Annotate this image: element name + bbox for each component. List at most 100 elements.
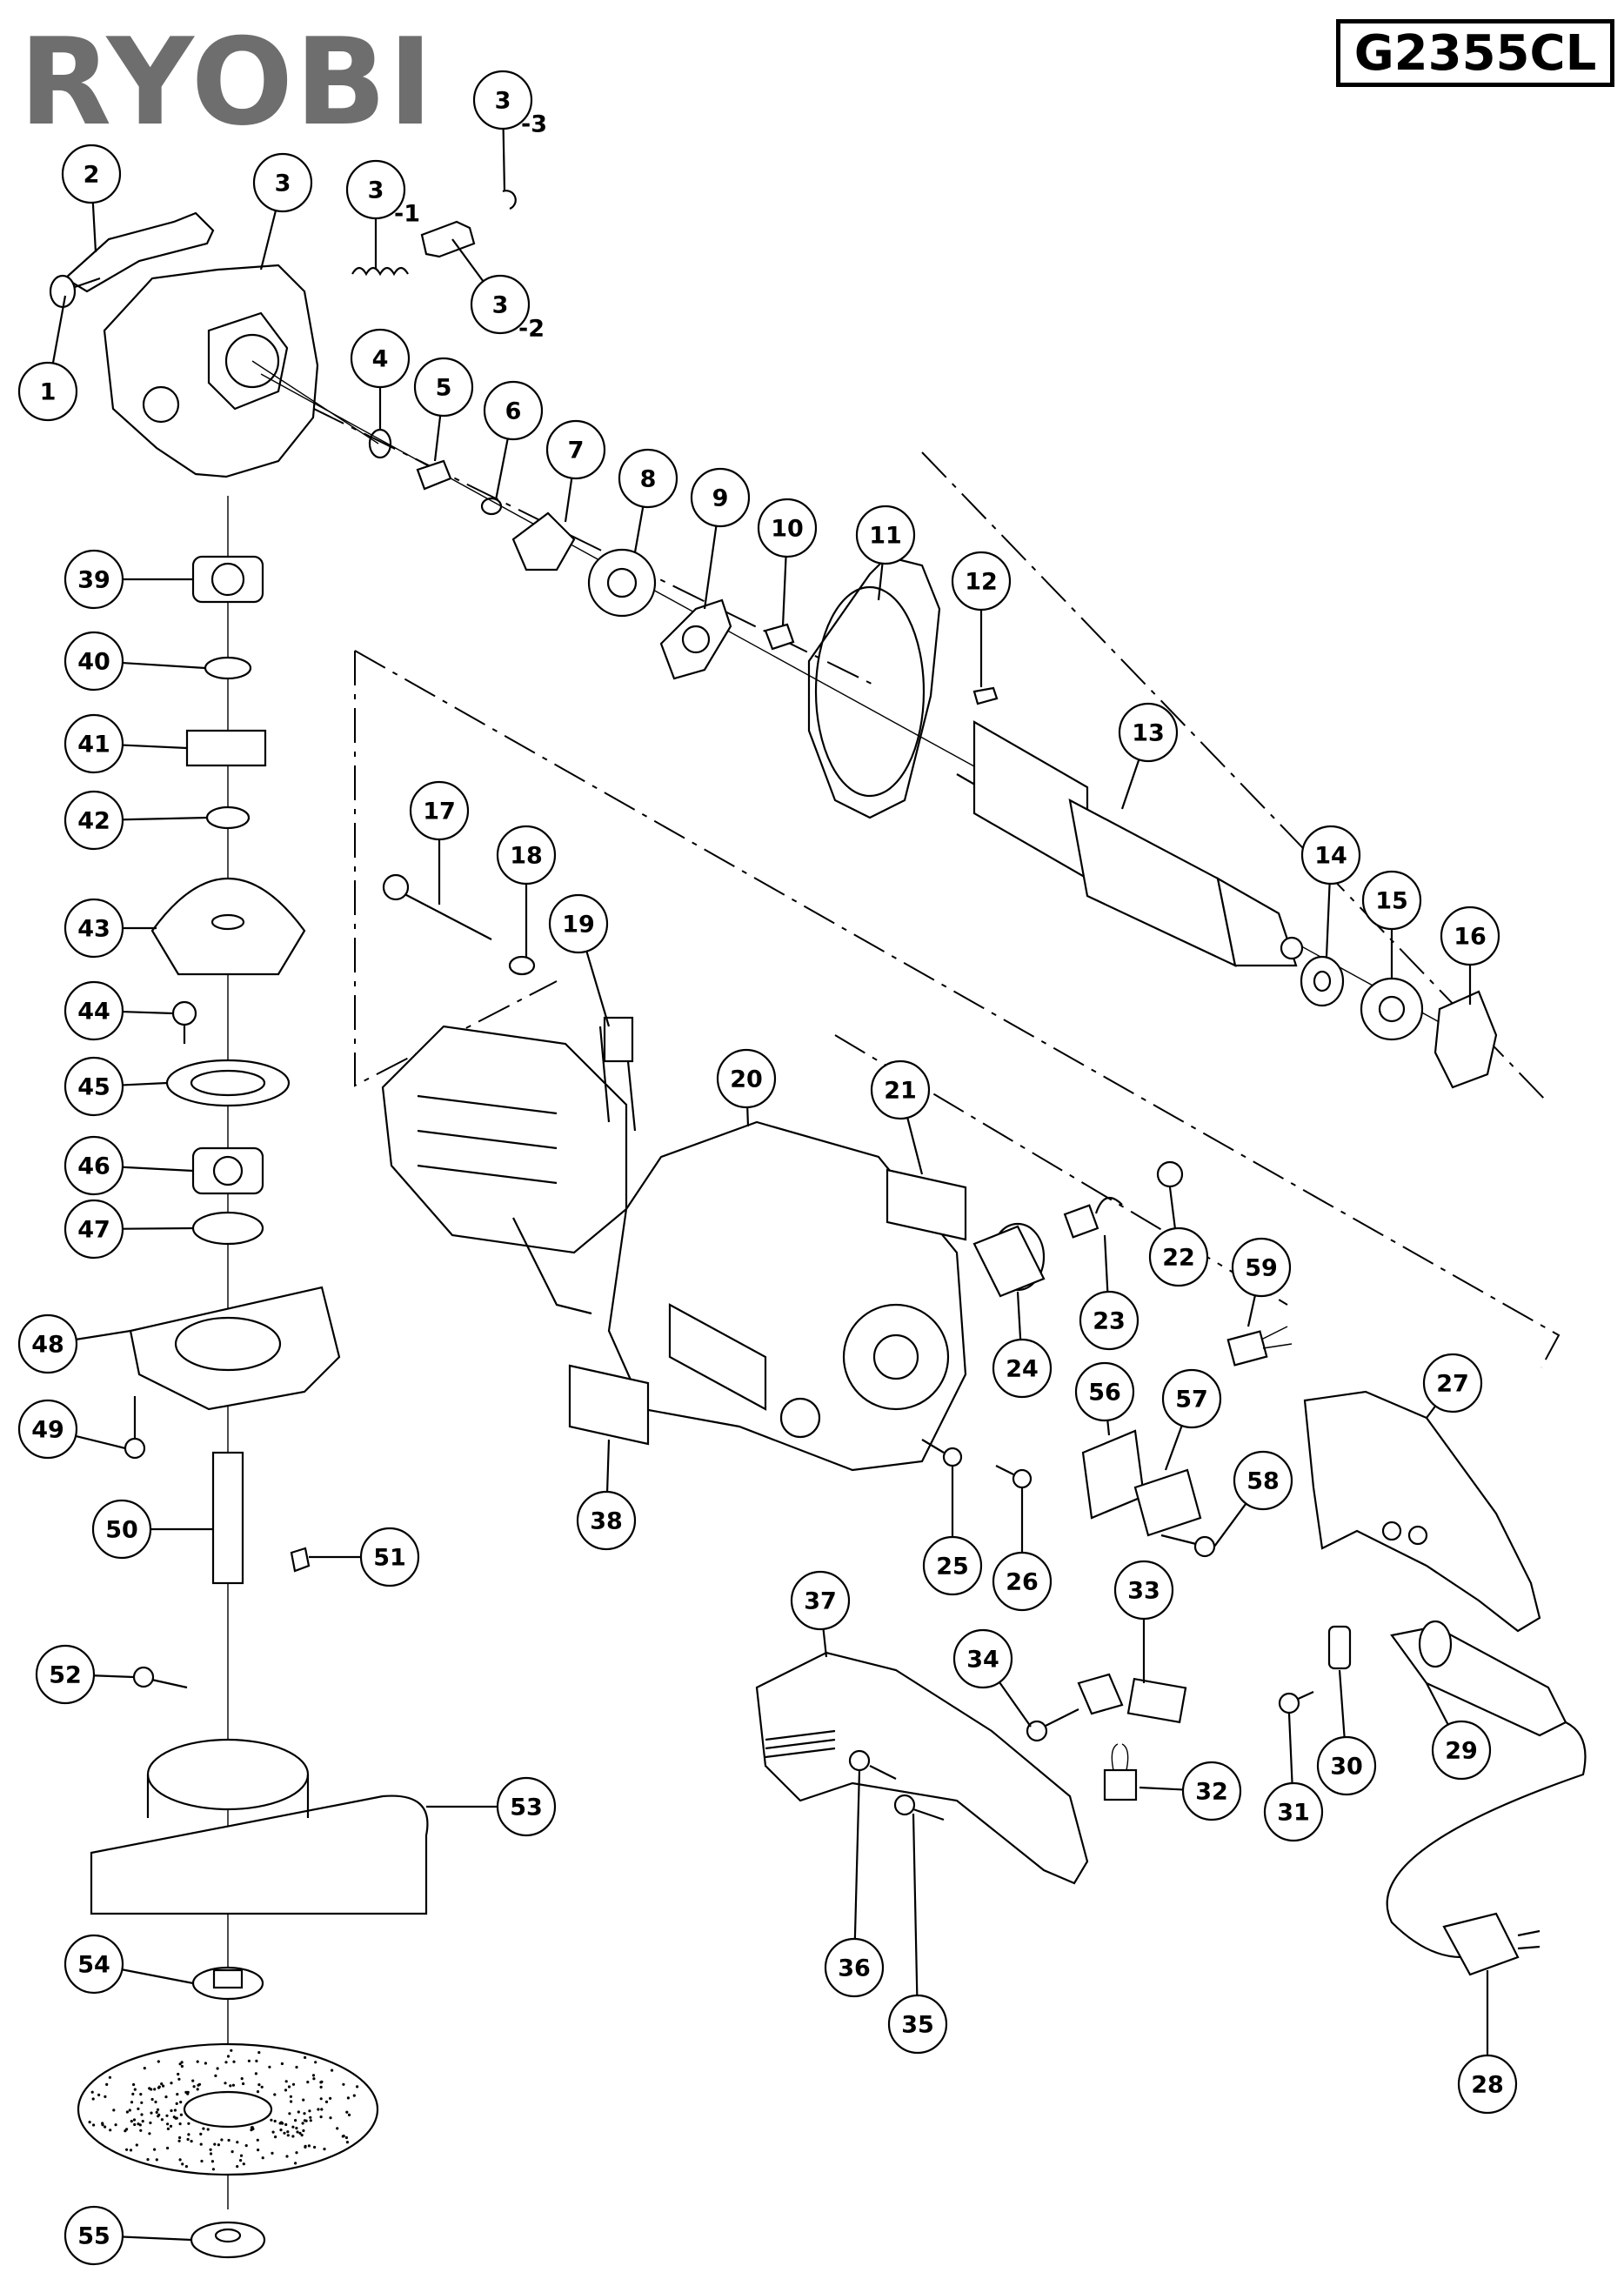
callout-circle: [548, 893, 609, 954]
leader-line-p3_3: [502, 128, 506, 192]
part-callout-p50: 50: [91, 1499, 152, 1560]
callout-number: 58: [1246, 1468, 1280, 1495]
callout-number: 9: [712, 485, 729, 512]
wheel-grit-dot: [104, 2095, 107, 2098]
wheel-grit-dot: [148, 2087, 151, 2090]
wheel-grit-dot: [137, 2107, 140, 2110]
leader-line-p38: [605, 1439, 611, 1493]
part-callout-p32: 32: [1181, 1761, 1242, 1821]
wheel-grit-dot: [166, 2122, 170, 2126]
wheel-grit-dot: [178, 2062, 182, 2066]
leader-line-p7: [564, 478, 573, 523]
callout-number: 18: [510, 843, 543, 870]
part-callout-p6: 6: [483, 380, 544, 441]
wheel-grit-dot: [150, 2111, 153, 2115]
wheel-grit-dot: [179, 2113, 183, 2116]
part-callout-p16: 16: [1440, 906, 1500, 966]
leader-line-p41: [122, 744, 188, 750]
part-callout-p25: 25: [922, 1535, 983, 1596]
wheel-grit-dot: [178, 2135, 182, 2140]
part-callout-p40: 40: [63, 631, 124, 692]
wheel-grit-dot: [162, 2084, 165, 2088]
wheel-grit-dot: [329, 2096, 332, 2100]
leader-line-p11: [877, 563, 884, 601]
part-callout-p41: 41: [63, 713, 124, 774]
wheel-grit-dot: [356, 2085, 359, 2089]
part-callout-p13: 13: [1118, 702, 1179, 763]
wheel-grit-dot: [112, 2109, 116, 2112]
wheel-grit-dot: [177, 2072, 180, 2076]
wheel-grit-dot: [178, 2122, 182, 2126]
part-callout-p29: 29: [1431, 1720, 1492, 1781]
wheel-grit-dot: [143, 2067, 146, 2070]
leader-line-p5: [433, 415, 442, 462]
wheel-grit-dot: [240, 2077, 244, 2081]
wheel-grit-dot: [271, 2151, 274, 2155]
callout-circle: [1074, 1361, 1135, 1422]
callout-number: 2: [84, 162, 100, 189]
wheel-grit-dot: [324, 2100, 329, 2103]
wheel-grit-dot: [331, 2068, 334, 2072]
callout-number: 21: [884, 1078, 917, 1105]
wheel-grit-dot: [130, 2120, 133, 2123]
callout-circle: [1233, 1450, 1293, 1511]
callout-number: 20: [730, 1066, 763, 1093]
wheel-grit-dot: [320, 2080, 324, 2083]
wheel-grit-dot: [133, 2088, 137, 2091]
callout-circle: [63, 1199, 124, 1260]
callout-circle: [35, 1644, 96, 1705]
wheel-grit-dot: [242, 2082, 245, 2086]
wheel-grit-dot: [177, 2077, 181, 2081]
wheel-grit-dot: [176, 2093, 179, 2096]
callout-circle: [63, 713, 124, 774]
wheel-grit-dot: [91, 2097, 95, 2101]
callout-circle: [690, 467, 751, 528]
wheel-grit-dot: [217, 2143, 220, 2147]
leader-line-p3: [259, 210, 277, 271]
callout-circle: [922, 1535, 983, 1596]
wheel-grit-dot: [190, 2140, 193, 2143]
callout-circle: [716, 1048, 777, 1109]
wheel-grit-dot: [295, 2065, 298, 2069]
wheel-grit-dot: [141, 2120, 144, 2123]
wheel-grit-dot: [155, 2158, 158, 2162]
callout-circle: [91, 1499, 152, 1560]
callout-circle: [1457, 2054, 1518, 2115]
callout-circle: [1316, 1735, 1377, 1796]
wheel-grit-dot: [255, 2059, 258, 2062]
wheel-grit-dot: [180, 2064, 184, 2068]
part-callout-p17: 17: [409, 780, 470, 841]
wheel-grit-dot: [320, 2108, 324, 2111]
callout-circle: [63, 898, 124, 959]
wheel-grit-dot: [108, 2075, 111, 2079]
wheel-grit-dot: [289, 2095, 292, 2098]
wheel-grit-dot: [157, 2086, 161, 2089]
part-callout-p10: 10: [757, 498, 818, 558]
callout-circle: [17, 1313, 78, 1374]
wheel-grit-dot: [239, 2159, 243, 2162]
callout-number: 47: [77, 1217, 110, 1244]
wheel-grit-dot: [180, 2061, 184, 2064]
callout-number: 53: [510, 1794, 543, 1821]
part-callout-p15: 15: [1361, 870, 1422, 931]
callout-circle: [1118, 702, 1179, 763]
callout-circle: [992, 1338, 1053, 1399]
wheel-grit-dot: [229, 2084, 232, 2088]
part-callout-p2: 2: [61, 144, 122, 204]
leader-line-p56: [1106, 1420, 1111, 1436]
wheel-grit-dot: [230, 2048, 233, 2052]
callout-number: 7: [568, 438, 585, 464]
callout-number: 3: [275, 170, 291, 197]
part-callout-p47: 47: [63, 1199, 124, 1260]
callout-circle: [1422, 1353, 1483, 1414]
callout-number: 19: [562, 912, 595, 939]
wheel-grit-dot: [157, 2060, 160, 2063]
callout-number: 10: [771, 516, 804, 543]
leader-line-p13: [1120, 759, 1140, 810]
callout-number: 48: [31, 1332, 64, 1359]
wheel-grit-dot: [211, 2168, 215, 2171]
callout-circle: [483, 380, 544, 441]
callout-number: 34: [966, 1647, 999, 1674]
wheel-grit-dot: [104, 2125, 107, 2129]
callout-circle: [870, 1059, 931, 1120]
